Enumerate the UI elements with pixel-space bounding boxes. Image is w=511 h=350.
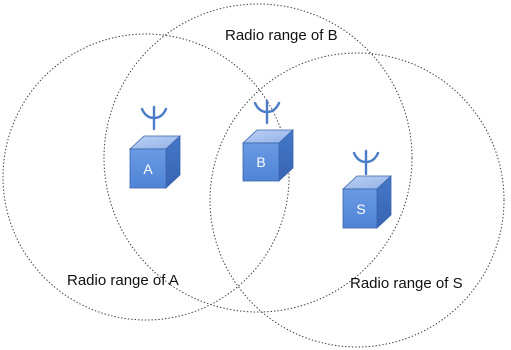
range-label-s: Radio range of S: [350, 275, 463, 292]
radio-node-cube-icon: [241, 129, 295, 182]
range-circle-b: [103, 3, 413, 313]
range-circle-a: [2, 33, 290, 321]
node-label-s: S: [356, 201, 365, 217]
node-label-a: A: [143, 161, 153, 177]
node-s: S: [341, 149, 393, 229]
antenna-icon: [352, 149, 380, 176]
node-b: B: [241, 99, 295, 182]
radio-node-cube-icon: [128, 135, 182, 189]
antenna-icon: [140, 105, 168, 131]
range-label-b: Radio range of B: [225, 27, 338, 44]
node-a: A: [128, 105, 182, 189]
antenna-icon: [253, 99, 281, 125]
radio-node-cube-icon: [341, 175, 393, 229]
range-label-a: Radio range of A: [67, 272, 179, 289]
node-label-b: B: [256, 154, 265, 170]
range-circle-s: [209, 52, 505, 348]
